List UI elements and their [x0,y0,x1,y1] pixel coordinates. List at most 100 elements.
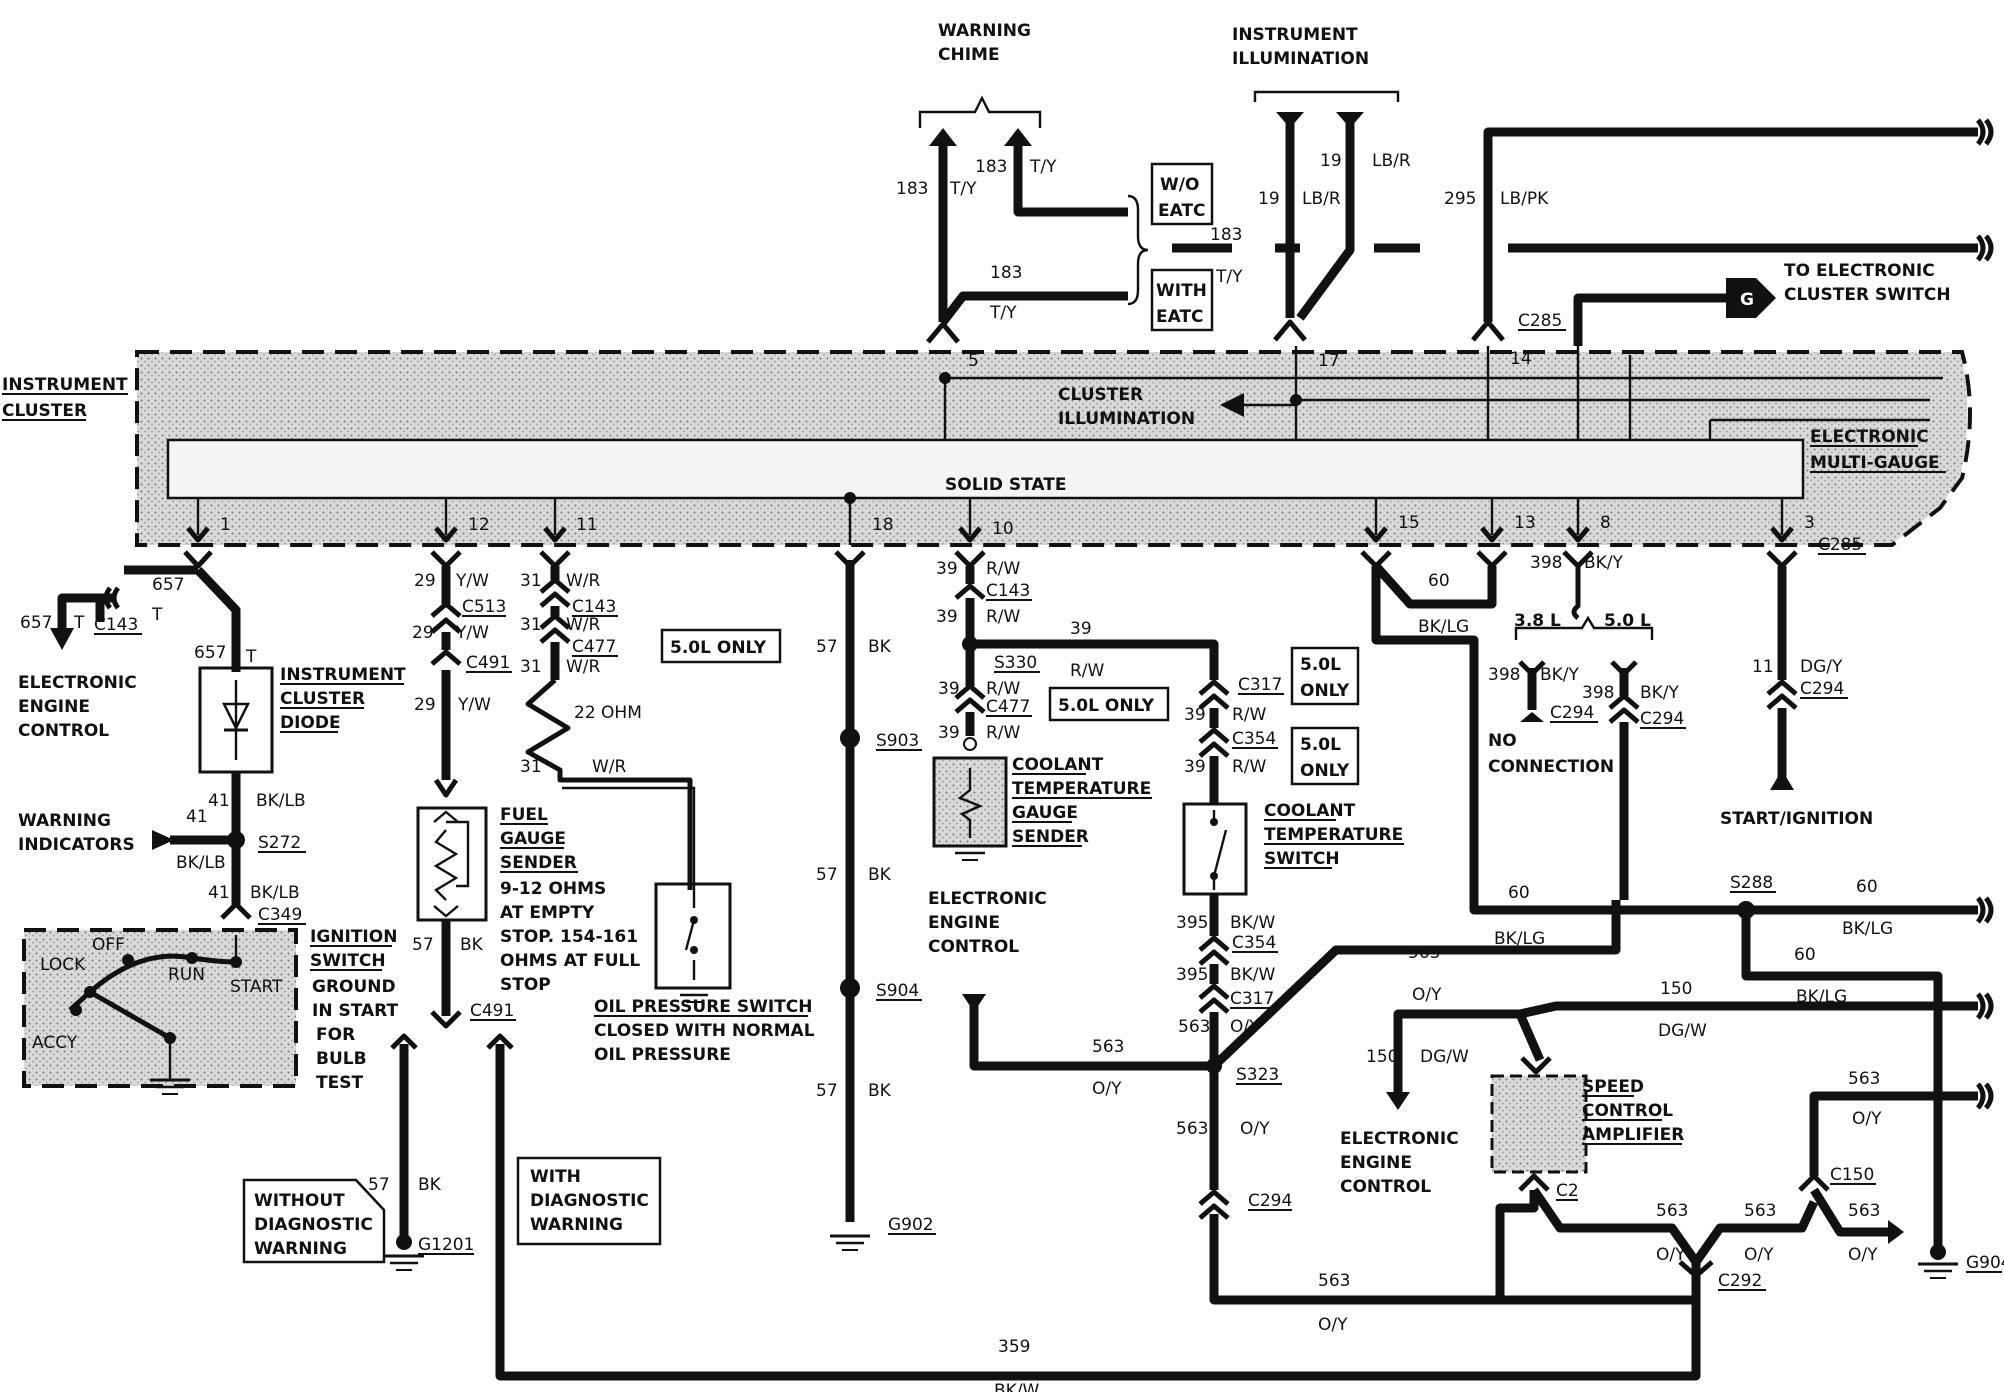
svg-text:LOCK: LOCK [40,955,86,975]
svg-text:C513: C513 [462,597,506,617]
svg-text:5.0L: 5.0L [1300,735,1341,755]
svg-text:O/Y: O/Y [1744,1245,1774,1265]
svg-text:R/W: R/W [986,679,1021,699]
cluster-internal-lines [943,346,1943,440]
svg-text:BK/LB: BK/LB [256,791,306,811]
svg-text:398: 398 [1530,553,1562,573]
svg-text:39: 39 [938,679,960,699]
svg-text:150: 150 [1366,1047,1398,1067]
svg-text:Y/W: Y/W [455,623,489,643]
svg-text:CLUSTER SWITCH: CLUSTER SWITCH [1784,285,1951,305]
wire-295: 295 LB/PK C285 [1374,118,1994,342]
eec-left: ELECTRONIC ENGINE CONTROL [18,673,137,741]
svg-text:183: 183 [896,179,928,199]
svg-text:S323: S323 [1236,1065,1279,1085]
svg-text:8: 8 [1600,513,1611,533]
svg-text:FOR: FOR [316,1025,355,1045]
circuit-563: 563 O/Y S323 563 O/Y 563 O/Y 563 O/Y C29… [962,900,1701,1335]
svg-text:C143: C143 [94,615,138,635]
svg-text:5: 5 [968,351,979,371]
svg-text:563: 563 [1178,1017,1210,1037]
svg-text:13: 13 [1514,513,1536,533]
only-50-box-1: 5.0L ONLY [660,628,782,664]
svg-text:BK/W: BK/W [994,1381,1040,1392]
svg-text:C294: C294 [1640,709,1684,729]
eec-right: ELECTRONIC ENGINE CONTROL [1340,1129,1459,1197]
svg-text:563: 563 [1092,1037,1124,1057]
svg-text:T/Y: T/Y [1215,267,1243,287]
svg-text:BK/Y: BK/Y [1540,665,1580,685]
svg-text:R/W: R/W [1232,705,1267,725]
svg-text:12: 12 [468,515,490,535]
svg-text:60: 60 [1428,571,1450,591]
with-diagnostic-box: WITH DIAGNOSTIC WARNING [516,1156,662,1246]
svg-text:Y/W: Y/W [457,695,491,715]
svg-text:CONTROL: CONTROL [18,721,109,741]
ignition-switch: LOCK OFF RUN START ACCY [22,928,298,1095]
svg-text:60: 60 [1856,877,1878,897]
svg-text:Y/W: Y/W [455,571,489,591]
svg-text:OHMS AT FULL: OHMS AT FULL [500,951,640,971]
svg-text:BK/LG: BK/LG [1494,929,1545,949]
warning-chime-label: WARNING CHIME [918,21,1042,128]
svg-text:C294: C294 [1800,679,1844,699]
svg-text:DIAGNOSTIC: DIAGNOSTIC [254,1215,373,1235]
svg-text:359: 359 [998,1337,1030,1357]
svg-text:14: 14 [1510,349,1532,369]
svg-text:EATC: EATC [1158,201,1206,221]
svg-text:BK: BK [460,935,484,955]
instrument-cluster-label: INSTRUMENT CLUSTER [2,375,128,421]
svg-text:CLUSTER: CLUSTER [280,689,365,709]
svg-text:17: 17 [1318,351,1340,371]
svg-text:ENGINE: ENGINE [18,697,90,717]
svg-text:G904: G904 [1966,1253,2004,1273]
coolant-temp-gauge-sender: COOLANT TEMPERATURE GAUGE SENDER [932,755,1152,861]
svg-text:BK/LB: BK/LB [250,883,300,903]
svg-text:C2: C2 [1556,1181,1579,1201]
svg-text:39: 39 [936,559,958,579]
svg-text:O/Y: O/Y [1318,1315,1348,1335]
svg-text:BK/Y: BK/Y [1640,683,1680,703]
svg-text:LB/R: LB/R [1302,189,1341,209]
svg-text:657: 657 [20,613,52,633]
svg-text:TO ELECTRONIC: TO ELECTRONIC [1784,261,1935,281]
svg-text:STOP. 154-161: STOP. 154-161 [500,927,638,947]
svg-text:ENGINE: ENGINE [928,913,1000,933]
svg-text:DG/W: DG/W [1420,1047,1469,1067]
circuit-39: 39 R/W C143 39 R/W 39 S330 R/W 39 R/W C4… [936,550,1219,751]
instrument-cluster-diode: INSTRUMENT CLUSTER DIODE [198,665,406,774]
circuit-359: 359 BK/W [486,1033,1701,1392]
svg-text:R/W: R/W [1070,661,1105,681]
svg-text:O/Y: O/Y [1412,985,1442,1005]
svg-text:BK: BK [868,1081,892,1101]
svg-text:T: T [151,605,163,625]
svg-text:O/Y: O/Y [1656,1245,1686,1265]
svg-text:T/Y: T/Y [949,179,977,199]
eatc-brace [1127,194,1149,306]
svg-text:C349: C349 [258,905,302,925]
svg-text:WARNING: WARNING [938,21,1031,41]
solid-state-label: SOLID STATE [945,475,1066,495]
svg-text:R/W: R/W [986,607,1021,627]
svg-text:563: 563 [1408,943,1440,963]
svg-text:41: 41 [208,883,230,903]
svg-text:57: 57 [412,935,434,955]
svg-text:W/O: W/O [1160,175,1199,195]
svg-text:C294: C294 [1248,1191,1292,1211]
svg-text:ILLUMINATION: ILLUMINATION [1058,409,1195,429]
svg-text:R/W: R/W [1232,757,1267,777]
svg-text:FUEL: FUEL [500,805,548,825]
wire-19-illumination: 19 LB/R 19 LB/R [1258,112,1411,342]
svg-text:BK/LG: BK/LG [1418,617,1469,637]
svg-text:9-12 OHMS: 9-12 OHMS [500,879,606,899]
svg-text:19: 19 [1320,151,1342,171]
svg-text:T/Y: T/Y [1029,157,1057,177]
svg-text:3.8 L: 3.8 L [1514,611,1561,631]
top-pins: 5 17 14 [939,349,1532,406]
svg-text:BK/LG: BK/LG [1842,919,1893,939]
svg-text:31: 31 [520,571,542,591]
circuit-11: C285 11 DG/Y C294 START/IGNITION [1720,535,1873,829]
svg-text:15: 15 [1398,513,1420,533]
svg-text:CONNECTION: CONNECTION [1488,757,1614,777]
